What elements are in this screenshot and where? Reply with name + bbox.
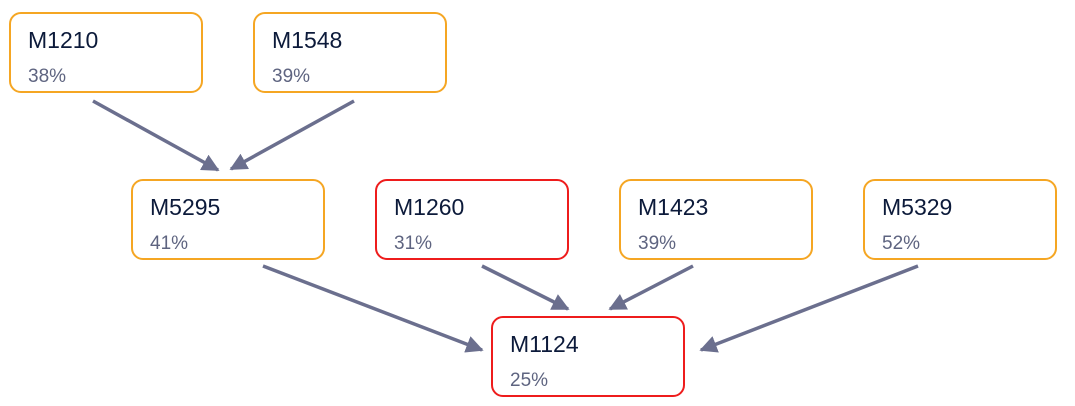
node-percent: 25% [510,370,549,391]
edge-arrow-m1260-to-m1124 [481,264,570,311]
node-m1124[interactable]: M1124 25% [491,316,685,397]
node-m5295[interactable]: M5295 41% [131,179,325,260]
node-name: M1124 [510,331,579,357]
edge-arrow-m1423-to-m1124 [608,264,694,311]
node-m1260[interactable]: M1260 31% [375,179,569,260]
node-name: M1423 [638,194,709,220]
node-name: M1260 [394,194,465,220]
node-m1548[interactable]: M1548 39% [253,12,447,93]
node-name: M1210 [28,27,99,53]
node-name: M1548 [272,27,343,53]
node-m1423[interactable]: M1423 39% [619,179,813,260]
edge-arrow-m1210-to-m5295 [92,99,220,172]
node-percent: 38% [28,66,67,87]
edge-arrow-m5329-to-m1124 [699,264,919,353]
node-percent: 52% [882,233,921,254]
node-percent: 39% [638,233,677,254]
node-percent: 39% [272,66,311,87]
node-percent: 31% [394,233,433,254]
node-name: M5295 [150,194,221,220]
edge-arrow-m1548-to-m5295 [229,99,355,171]
node-m5329[interactable]: M5329 52% [863,179,1057,260]
node-name: M5329 [882,194,953,220]
node-percent: 41% [150,233,189,254]
edge-arrow-m5295-to-m1124 [262,264,484,353]
node-m1210[interactable]: M1210 38% [9,12,203,93]
